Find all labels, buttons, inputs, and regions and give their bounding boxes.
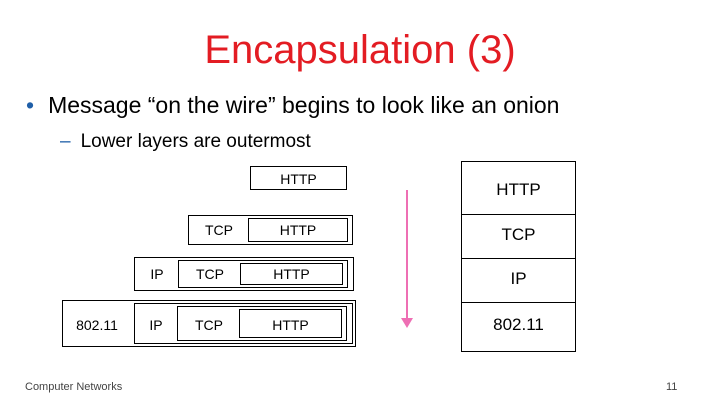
stack-item: HTTP — [496, 180, 541, 199]
row2-tcp-label: TCP — [205, 222, 233, 238]
stack-item: TCP — [501, 225, 536, 244]
stack-divider — [462, 302, 575, 303]
row4-http-box — [239, 309, 342, 338]
row2-http-box — [248, 218, 348, 242]
row1-http-box — [250, 166, 347, 190]
arrow-down-icon — [401, 318, 413, 328]
bullet-sub: –Lower layers are outermost — [60, 131, 311, 153]
row3-ip-label: IP — [150, 266, 164, 282]
row4-ip-label: IP — [149, 317, 163, 333]
bullet-dot-icon: • — [26, 92, 35, 118]
row4-ip-box — [134, 303, 353, 344]
bullet-main-text: Message “on the wire” begins to look lik… — [48, 92, 560, 118]
slide-title: Encapsulation (3) — [204, 28, 516, 72]
page-number: 11 — [666, 381, 678, 393]
bullet-sub-text: Lower layers are outermost — [80, 131, 311, 152]
stack-item: IP — [510, 269, 527, 288]
row4-mac-label: 802.11 — [76, 317, 118, 333]
row3-http-label: HTTP — [273, 266, 310, 282]
protocol-stack: HTTP TCP IP 802.11 — [461, 161, 576, 352]
footer-course: Computer Networks — [25, 381, 123, 393]
arrow-shaft — [406, 190, 408, 320]
stack-divider — [462, 258, 575, 259]
row4-tcp-box — [177, 306, 347, 341]
row4-tcp-label: TCP — [195, 317, 223, 333]
row1-http-label: HTTP — [280, 171, 317, 187]
row4-http-label: HTTP — [272, 317, 309, 333]
bullet-main: • Message “on the wire” begins to look li… — [26, 92, 559, 119]
row3-http-box — [240, 263, 343, 285]
row3-tcp-label: TCP — [196, 266, 224, 282]
row3-tcp-box — [178, 260, 348, 288]
row3-ip-box — [134, 257, 354, 291]
row4-mac-box — [62, 300, 356, 347]
row2-tcp-box — [188, 215, 353, 245]
bullet-dash-icon: – — [60, 131, 71, 152]
stack-item: 802.11 — [493, 315, 544, 334]
stack-divider — [462, 214, 575, 215]
row2-http-label: HTTP — [279, 222, 317, 238]
